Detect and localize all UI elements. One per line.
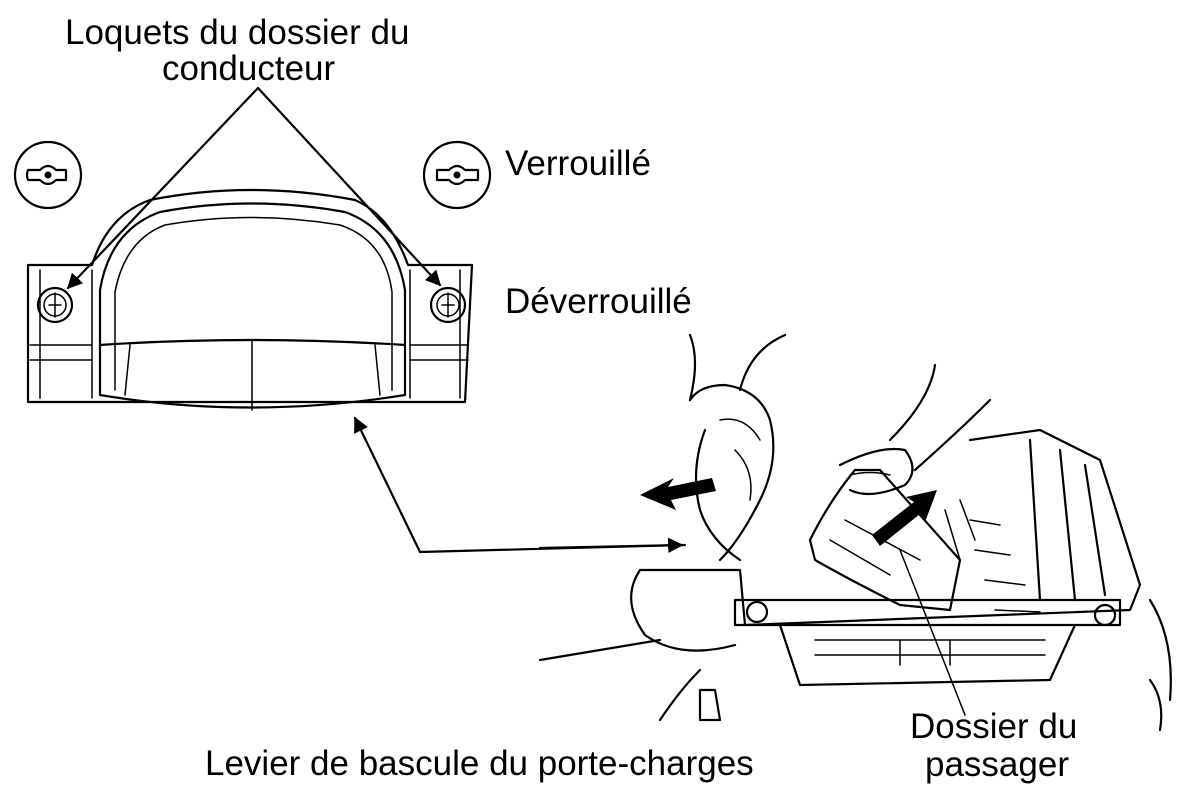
driver-backrest (28, 190, 472, 410)
locked-label: Verrouillé (505, 145, 651, 183)
tilt-lever-label: Levier de bascule du porte-charges (205, 745, 754, 783)
latch-unlocked-icon (15, 142, 81, 208)
latch-locked-icon (424, 142, 490, 208)
driver-latches-label-line2: conducteur (162, 50, 335, 88)
driver-latches-label-line1: Loquets du dossier du (65, 14, 409, 52)
vehicle-scene (540, 335, 1171, 730)
unlocked-label: Déverrouillé (505, 283, 692, 321)
passenger-backrest-label-line1: Dossier du (910, 708, 1077, 746)
latch-callout-lines (68, 88, 440, 288)
arrow-icon (355, 418, 685, 552)
passenger-backrest-label-line2: passager (925, 746, 1069, 784)
